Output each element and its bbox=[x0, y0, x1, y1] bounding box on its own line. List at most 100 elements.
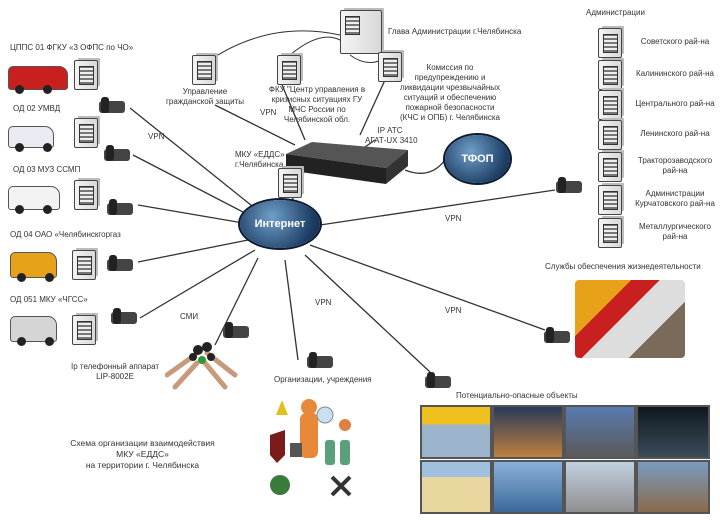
organizations-label: Организации, учреждения bbox=[274, 375, 372, 384]
label-line: г.Челябинска bbox=[235, 160, 284, 169]
vpn-label: VPN bbox=[445, 214, 462, 223]
label-line: IP АТС bbox=[377, 126, 403, 135]
ip-phone-icon bbox=[107, 199, 133, 215]
bridge-photo bbox=[636, 405, 710, 459]
label-line: МЧС России по bbox=[288, 105, 346, 114]
server-icon bbox=[278, 168, 302, 198]
server-icon bbox=[74, 60, 98, 90]
ip-phone-icon bbox=[425, 372, 451, 388]
link-line bbox=[139, 249, 256, 319]
label-line: предупреждению и bbox=[414, 73, 486, 82]
caption-line: Схема организации взаимодействия bbox=[70, 438, 215, 448]
plant-photo bbox=[564, 460, 636, 514]
label-line: Тракторозаводского bbox=[637, 156, 713, 165]
factory-photo bbox=[636, 460, 710, 514]
ip-phone-icon bbox=[111, 308, 137, 324]
caption-line: на территории г. Челябинска bbox=[85, 460, 200, 470]
emergency-van-image bbox=[10, 316, 57, 346]
label-line: рай-на bbox=[662, 232, 688, 241]
ip-phone-icon bbox=[307, 352, 333, 368]
label-line: Центрального рай-на bbox=[635, 99, 715, 108]
administration-server-icon bbox=[598, 218, 622, 248]
administration-label: Центрального рай-на bbox=[630, 99, 720, 109]
head-administration-label: Глава Администрации г.Челябинска bbox=[388, 27, 522, 36]
label-line: кризисных ситуациях ГУ bbox=[271, 95, 363, 104]
caption-line: Ip телефонный аппарат bbox=[70, 362, 160, 371]
link-line bbox=[209, 30, 341, 61]
administration-server-icon bbox=[598, 152, 622, 182]
unit-label: ОД 051 МКУ «ЧГСС» bbox=[10, 295, 88, 304]
organizations-image bbox=[270, 399, 352, 497]
label-line: пожарной безопасности bbox=[405, 103, 495, 112]
label-line: рай-на bbox=[662, 166, 688, 175]
label-line: гражданской защиты bbox=[165, 97, 244, 106]
link-line bbox=[359, 79, 386, 136]
label-line: Курчатовского рай-на bbox=[635, 199, 715, 208]
label-line: МКУ «ЕДДС» bbox=[235, 150, 285, 159]
administration-server-icon bbox=[598, 120, 622, 150]
server-icon bbox=[72, 250, 96, 280]
label-line: ситуаций и обеспечению bbox=[403, 93, 497, 102]
ip-phone-icon bbox=[99, 97, 125, 113]
building-photo bbox=[420, 460, 492, 514]
link-line bbox=[284, 259, 299, 361]
vpn-label: VPN bbox=[260, 108, 277, 117]
internet-cloud: Интернет bbox=[240, 200, 320, 248]
link-line bbox=[129, 107, 273, 223]
link-line bbox=[309, 244, 546, 331]
edds-label: МКУ «ЕДДС»г.Челябинска bbox=[235, 150, 285, 170]
label-line: Управление bbox=[182, 87, 228, 96]
administration-server-icon bbox=[598, 185, 622, 215]
unit-label: ЦППС 01 ФГКУ «3 ОФПС по ЧО» bbox=[10, 43, 134, 52]
fire-truck-image bbox=[8, 66, 68, 94]
microphones-image bbox=[165, 342, 238, 390]
city-night-photo bbox=[492, 405, 564, 459]
label-line: Советского рай-на bbox=[640, 37, 710, 46]
administration-label: Ленинского рай-на bbox=[630, 129, 720, 139]
ambulance-image bbox=[8, 186, 60, 214]
administration-label: Калининского рай-на bbox=[630, 69, 720, 79]
services-label: Службы обеспечения жизнедеятельности bbox=[545, 262, 701, 271]
caption-line: МКУ «ЕДДС» bbox=[116, 449, 169, 459]
server-icon bbox=[378, 52, 402, 82]
server-icon bbox=[277, 55, 301, 85]
link-line bbox=[289, 36, 341, 56]
label-line: Челябинской обл. bbox=[283, 115, 351, 124]
vpn-label: VPN bbox=[148, 132, 165, 141]
utility-services-image bbox=[575, 280, 685, 358]
caption-line: LIP-8002E bbox=[96, 372, 134, 381]
label-line: Металлургического bbox=[639, 222, 711, 231]
ip-phone-icon bbox=[544, 327, 570, 343]
server-icon bbox=[72, 315, 96, 345]
link-line bbox=[319, 189, 556, 226]
administration-server-icon bbox=[598, 90, 622, 120]
hazardous-objects-label: Потенциально-опасные объекты bbox=[456, 391, 578, 400]
label-line: Администрации bbox=[645, 189, 705, 198]
link-line bbox=[404, 159, 446, 174]
unit-label: ОД 02 УМВД bbox=[13, 104, 61, 113]
vpn-label: VPN bbox=[445, 306, 462, 315]
server-icon bbox=[74, 180, 98, 210]
administrations-title: Администрации bbox=[586, 8, 645, 17]
gas-service-van-image bbox=[10, 252, 57, 282]
administration-label: Советского рай-на bbox=[630, 37, 720, 47]
link-line bbox=[214, 104, 296, 146]
link-line bbox=[214, 257, 259, 346]
label-line: ликвидации чрезвычайных bbox=[400, 83, 501, 92]
link-line bbox=[137, 204, 256, 226]
media-label: СМИ bbox=[180, 312, 199, 321]
head-administration-server-icon bbox=[340, 10, 382, 54]
label-line: Ленинского рай-на bbox=[640, 129, 710, 138]
industrial-photo bbox=[564, 405, 636, 459]
police-car-image bbox=[8, 126, 54, 152]
link-line bbox=[304, 254, 431, 373]
